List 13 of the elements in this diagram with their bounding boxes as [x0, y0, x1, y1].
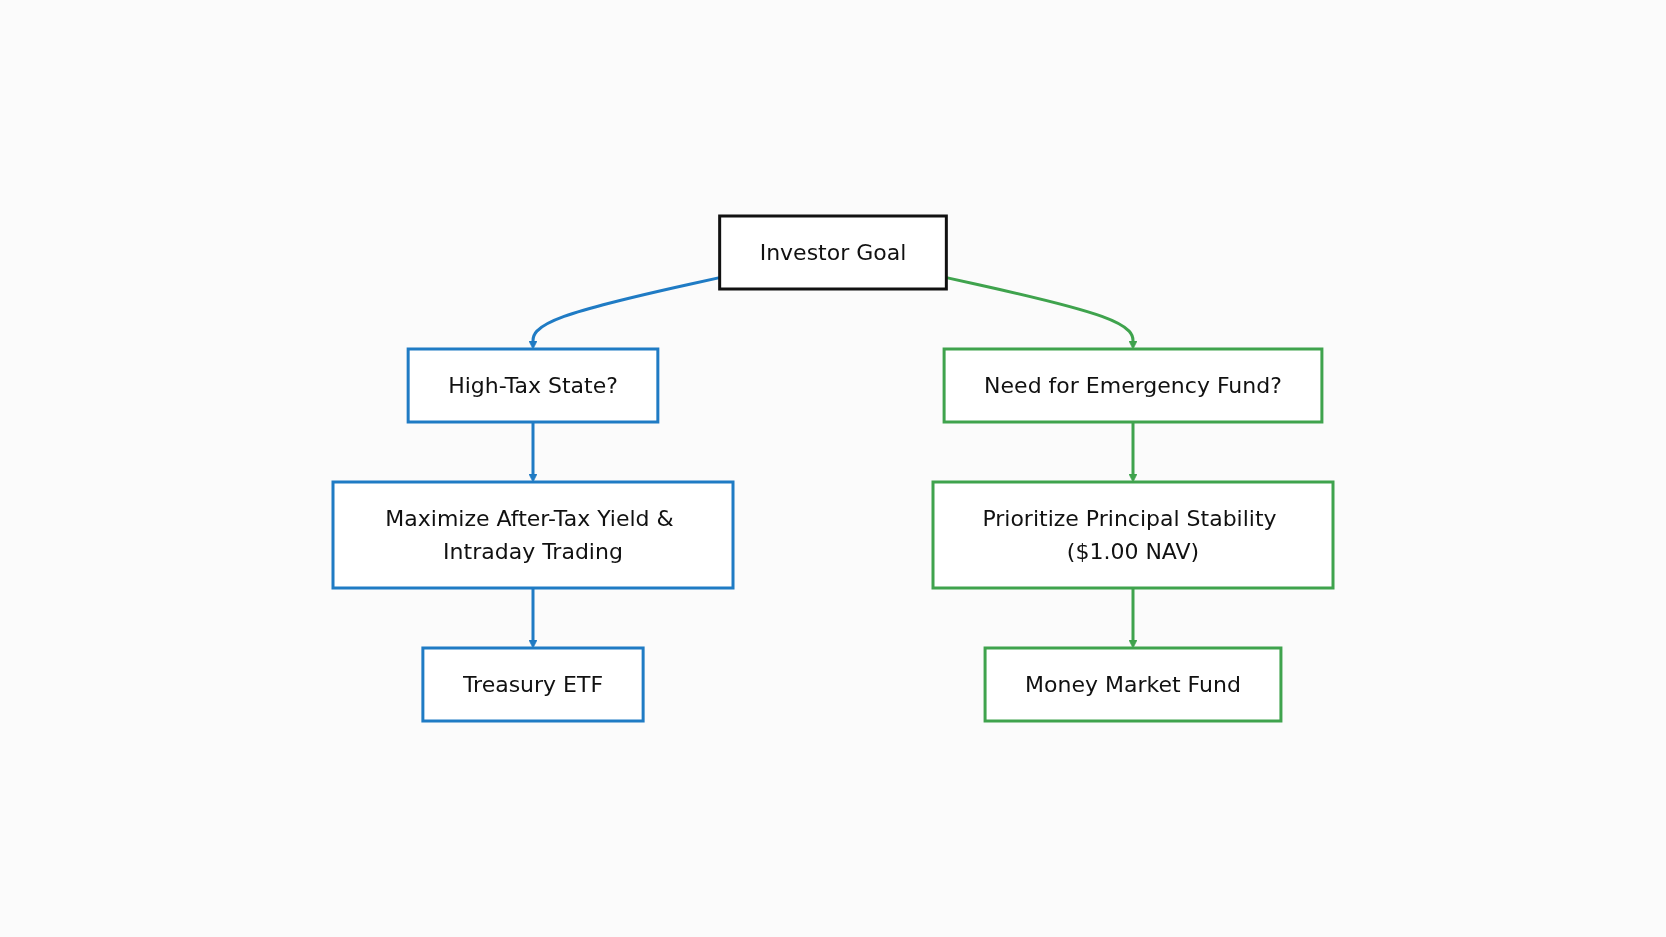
node-box: Treasury ETF	[421, 646, 645, 723]
arrow	[1128, 588, 1138, 649]
node-box: High-Tax State?	[406, 347, 660, 424]
node-box: Money Market Fund	[983, 646, 1283, 723]
node-box: Prioritize Principal Stability ($1.00 NAV)	[931, 480, 1335, 590]
arrow	[528, 588, 538, 649]
node-box: Maximize After-Tax Yield & Intraday Trading	[331, 480, 735, 590]
node-box: Need for Emergency Fund?	[942, 347, 1324, 424]
node-box: Investor Goal	[718, 214, 948, 291]
arrow	[946, 276, 1138, 350]
arrow	[528, 276, 720, 350]
arrow	[1128, 422, 1138, 483]
arrow	[528, 422, 538, 483]
